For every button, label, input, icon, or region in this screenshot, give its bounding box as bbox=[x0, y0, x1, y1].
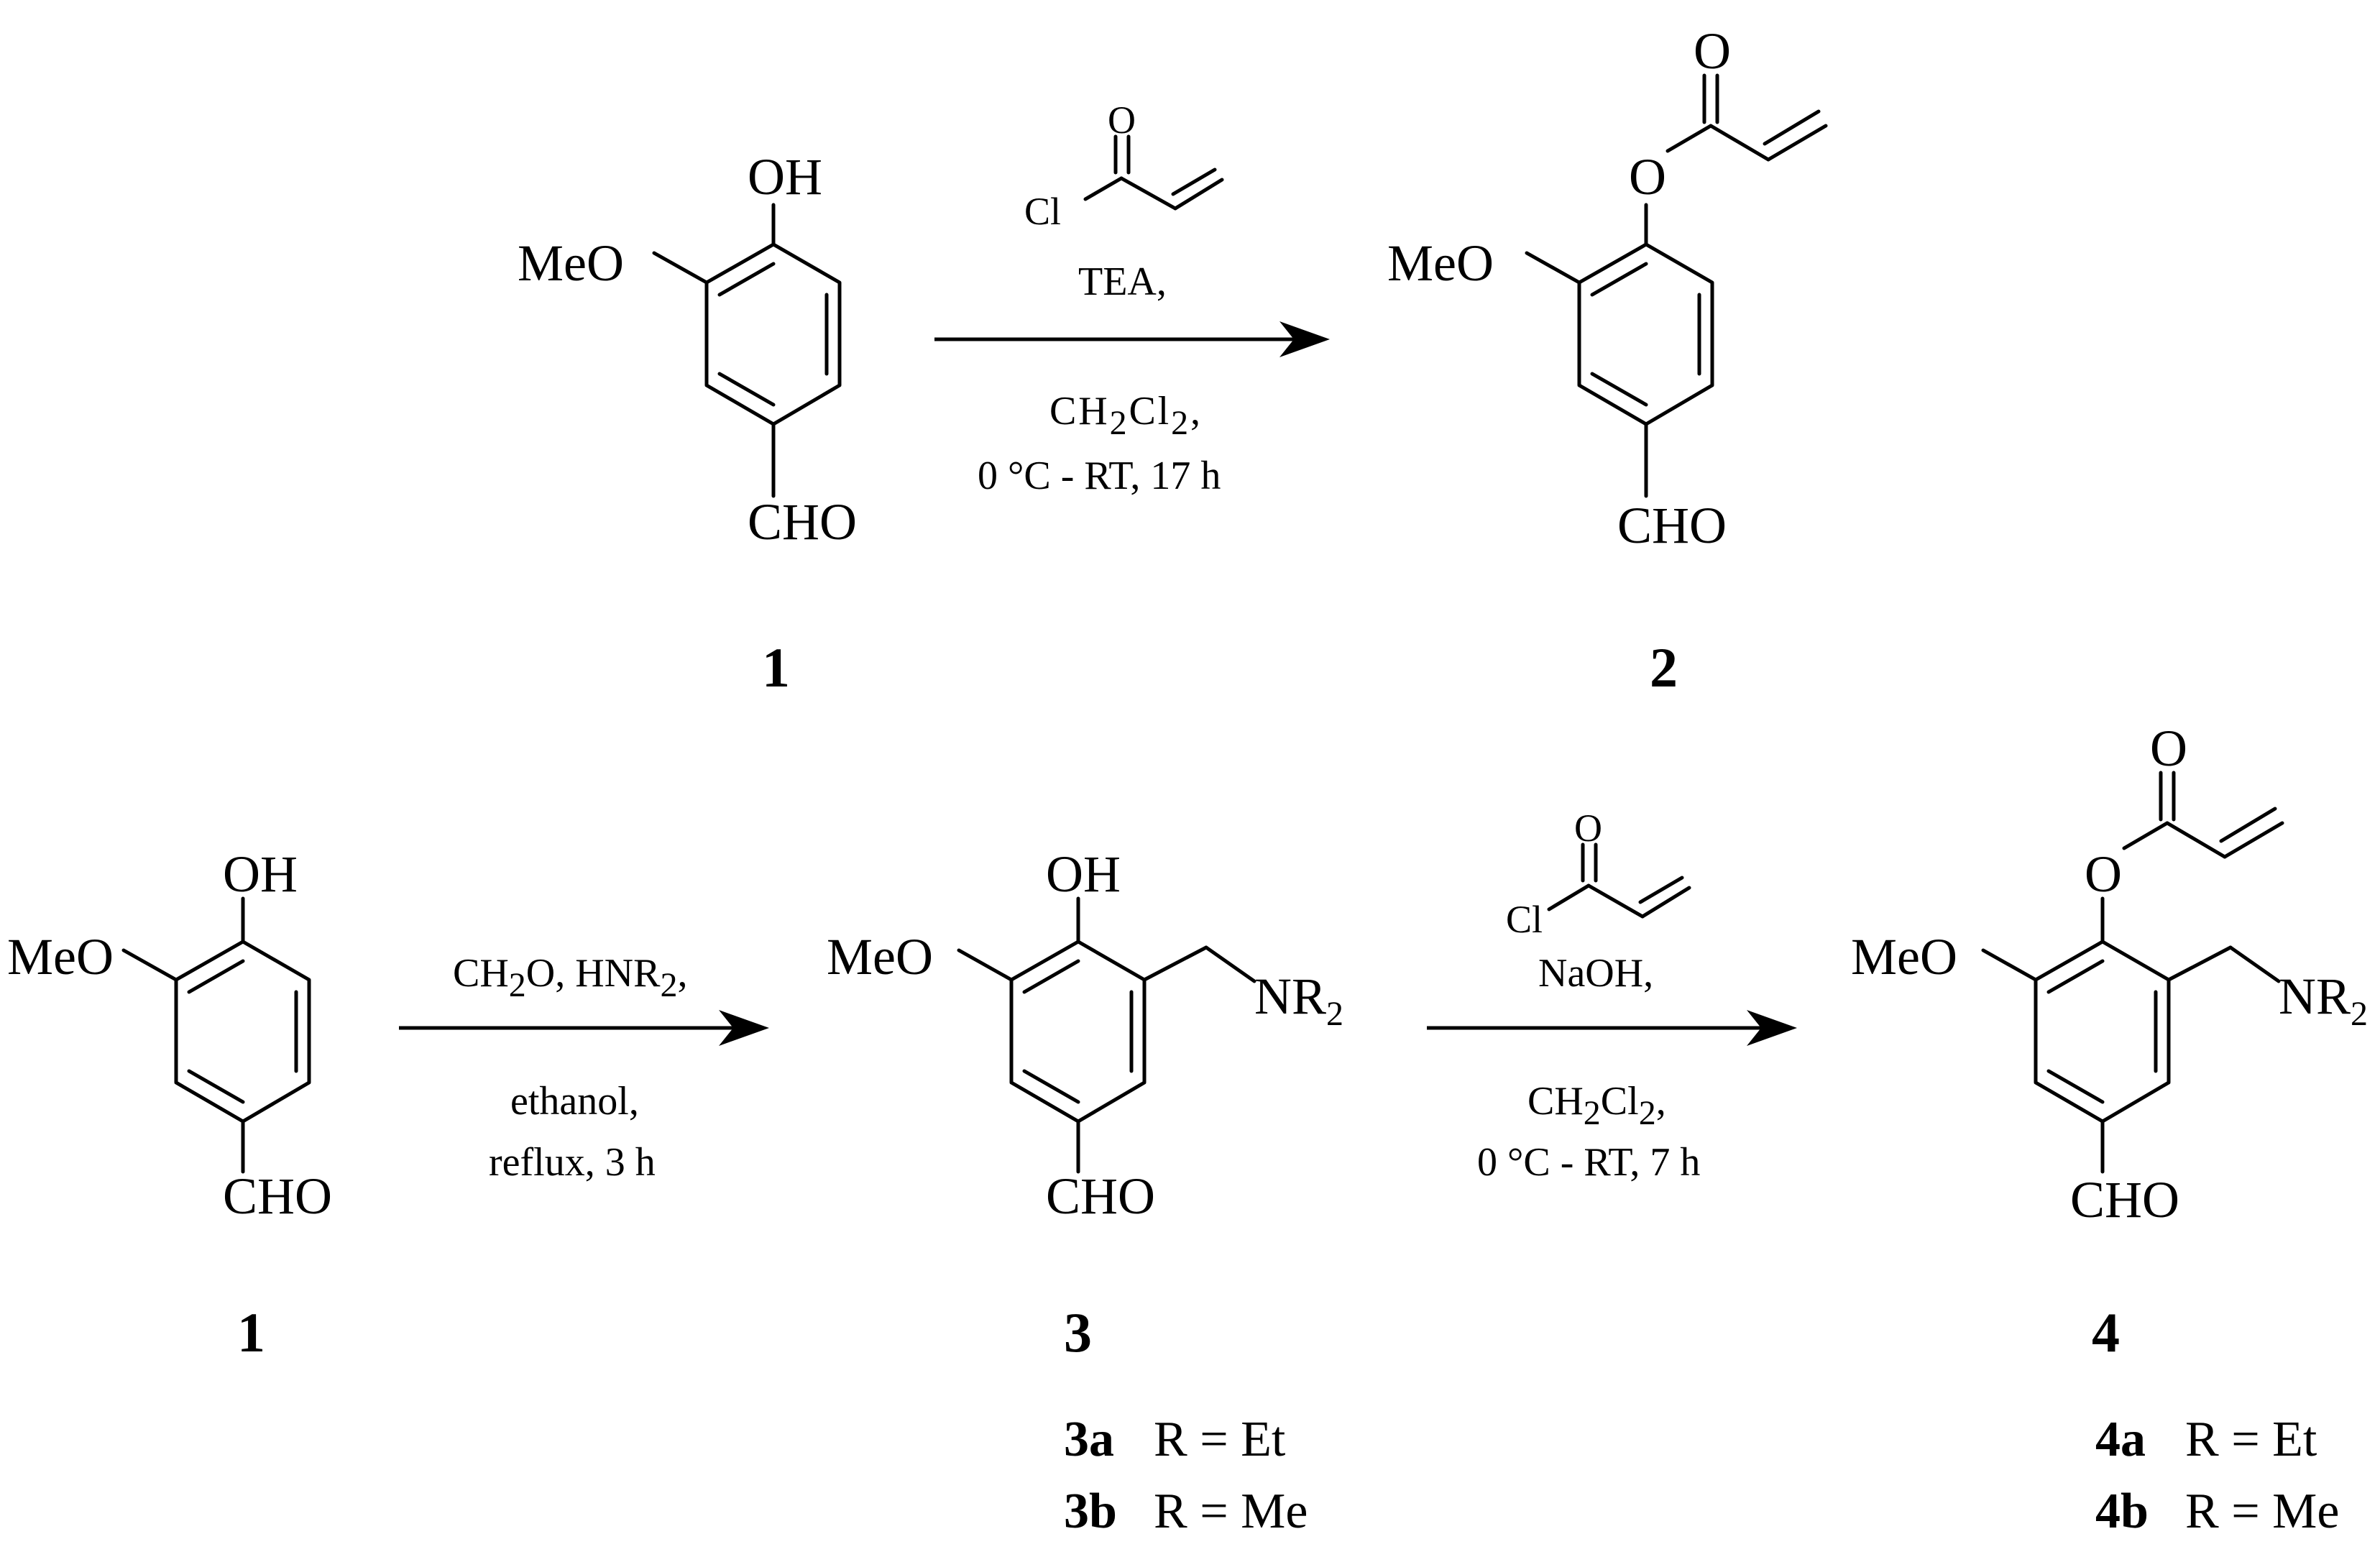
methoxy-label: MeO bbox=[827, 928, 933, 986]
aldehyde-label: CHO bbox=[1046, 1167, 1155, 1225]
methoxy-label: MeO bbox=[7, 928, 114, 986]
variant-3a-id: 3a bbox=[1064, 1412, 1114, 1467]
reaction-arrow-step2: NaOH, CH2Cl2, 0 °C - RT, 7 h bbox=[1427, 951, 1797, 1185]
compound-number-3: 3 bbox=[1064, 1301, 1092, 1364]
compound-3: OH MeO NR2 CHO 3 3a R = Et 3b R = Me bbox=[827, 845, 1343, 1539]
reagent-chlorine-label: Cl bbox=[1506, 898, 1543, 941]
carbonyl-oxygen-label: O bbox=[2150, 720, 2187, 777]
compound-4: O O MeO NR2 CHO 4 4a R = Et 4b R = Me bbox=[1851, 720, 2368, 1539]
aldehyde-label: CHO bbox=[2070, 1171, 2179, 1228]
aldehyde-label: CHO bbox=[748, 493, 857, 551]
temperature-time-top: 0 °C - RT, 17 h bbox=[978, 454, 1221, 498]
ester-oxygen-label: O bbox=[2085, 845, 2122, 903]
aldehyde-label: CHO bbox=[1617, 497, 1727, 554]
variant-4b-def: R = Me bbox=[2185, 1484, 2339, 1539]
base-naoh-label: NaOH, bbox=[1538, 951, 1653, 996]
reagent-chlorine-label: Cl bbox=[1024, 190, 1061, 233]
amine-label: NR2 bbox=[2279, 968, 2368, 1033]
acryloyl-chloride-top: O Cl bbox=[1024, 98, 1224, 233]
hydroxyl-label: OH bbox=[748, 148, 822, 206]
base-tea-label: TEA, bbox=[1078, 260, 1167, 304]
solvent-dcm-top: CH2Cl2, bbox=[1049, 389, 1200, 442]
hydroxyl-label: OH bbox=[1046, 845, 1121, 903]
compound-number-1-bottom: 1 bbox=[237, 1301, 265, 1364]
ester-oxygen-label: O bbox=[1629, 148, 1666, 206]
compound-number-1: 1 bbox=[762, 636, 790, 699]
methoxy-label: MeO bbox=[1387, 234, 1494, 292]
variant-4a-def: R = Et bbox=[2185, 1412, 2317, 1467]
reaction-arrow-top: TEA, CH2Cl2, 0 °C - RT, 17 h bbox=[934, 260, 1330, 498]
compound-number-2: 2 bbox=[1650, 636, 1678, 699]
compound-number-4: 4 bbox=[2092, 1301, 2120, 1364]
reagent-oxygen-label: O bbox=[1574, 807, 1602, 850]
temperature-time-bottom: 0 °C - RT, 7 h bbox=[1477, 1140, 1700, 1185]
solvent-ethanol-label: ethanol, bbox=[510, 1079, 639, 1124]
reagent-oxygen-label: O bbox=[1108, 98, 1136, 142]
variant-3a-def: R = Et bbox=[1154, 1412, 1286, 1467]
reflux-time-label: reflux, 3 h bbox=[489, 1140, 656, 1185]
aldehyde-label: CHO bbox=[223, 1167, 332, 1225]
acryloyl-chloride-bottom: O Cl bbox=[1506, 807, 1691, 941]
compound-1-bottom: OH MeO CHO 1 bbox=[7, 845, 332, 1364]
hydroxyl-label: OH bbox=[223, 845, 298, 903]
mannich-reagents-label: CH2O, HNR2, bbox=[453, 951, 687, 1004]
carbonyl-oxygen-label: O bbox=[1694, 22, 1731, 80]
solvent-dcm-bottom: CH2Cl2, bbox=[1527, 1079, 1666, 1132]
variant-3b-def: R = Me bbox=[1154, 1484, 1308, 1539]
compound-1-top: OH MeO CHO 1 bbox=[518, 148, 857, 699]
variant-4a-id: 4a bbox=[2095, 1412, 2146, 1467]
compound-2: O O MeO CHO 2 bbox=[1387, 22, 1828, 699]
methoxy-label: MeO bbox=[518, 234, 624, 292]
variant-3b-id: 3b bbox=[1064, 1484, 1117, 1539]
variant-4b-id: 4b bbox=[2095, 1484, 2149, 1539]
methoxy-label: MeO bbox=[1851, 928, 1957, 986]
reaction-arrow-step1: CH2O, HNR2, ethanol, reflux, 3 h bbox=[399, 951, 769, 1185]
amine-label: NR2 bbox=[1254, 968, 1343, 1033]
